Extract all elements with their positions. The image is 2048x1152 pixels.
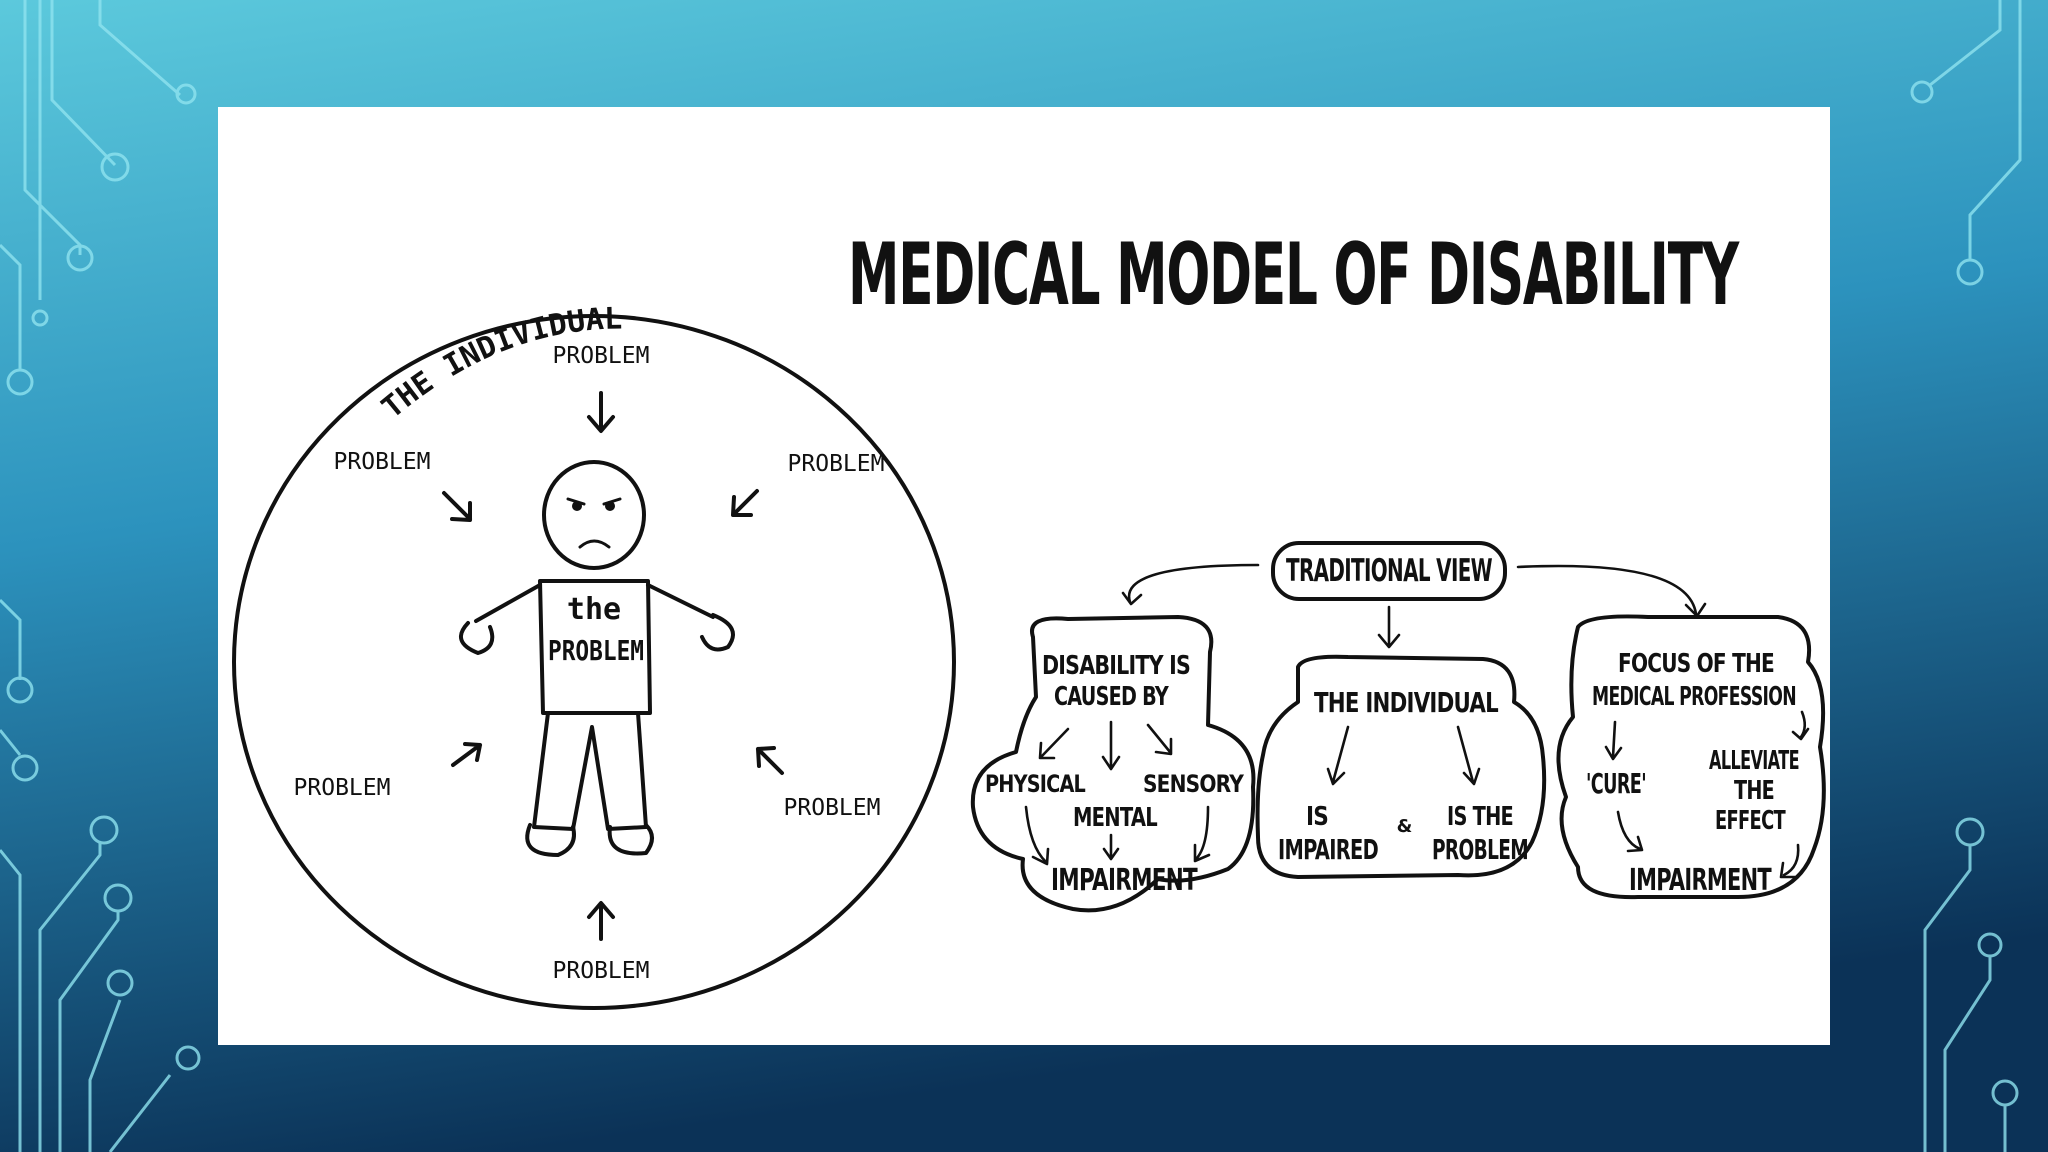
medical-focus-heading-line2: MEDICAL PROFESSION: [1592, 682, 1796, 712]
cloud-outline-causes: [970, 615, 1256, 913]
individual-circle: [232, 314, 956, 1010]
person-head: [542, 460, 646, 570]
medical-focus-cure: 'CURE': [1586, 767, 1646, 800]
individual-is-problem-line2: PROBLEM: [1432, 833, 1528, 866]
cloud-box-causes: DISABILITY IS CAUSED BY PHYSICAL SENSORY…: [970, 615, 1256, 913]
medical-focus-arrows: [1604, 710, 1810, 879]
individual-is-problem-line1: IS THE: [1447, 802, 1513, 832]
causes-heading-line1: DISABILITY IS: [1042, 651, 1190, 681]
individual-connector: &: [1397, 816, 1412, 837]
traditional-view-arrows: [1121, 563, 1707, 649]
shirt-text-line1: the: [567, 592, 621, 627]
individual-arrows: [1326, 725, 1481, 786]
medical-focus-impairment: IMPAIRMENT: [1629, 863, 1772, 898]
causes-heading-line2: CAUSED BY: [1054, 682, 1170, 712]
cloud-outline-medical-focus: [1556, 614, 1826, 900]
individual-heading: THE INDIVIDUAL: [1314, 686, 1499, 719]
individual-circle-group: THE INDIVIDUAL PROBLEM PROBLEM PROBLEM P…: [232, 301, 956, 1010]
circuit-decoration-left: [0, 0, 201, 1152]
causes-impairment: IMPAIRMENT: [1051, 863, 1198, 898]
problem-arrows: [442, 391, 784, 941]
medical-focus-heading-line1: FOCUS OF THE: [1618, 649, 1774, 679]
cloud-box-medical-focus: FOCUS OF THE MEDICAL PROFESSION 'CURE' A…: [1556, 614, 1826, 900]
problem-label-upper-right: PROBLEM: [788, 451, 885, 477]
individual-is-impaired-line2: IMPAIRED: [1278, 833, 1378, 866]
medical-focus-alleviate-line1: ALLEVIATE: [1709, 746, 1799, 776]
problem-label-top: PROBLEM: [553, 343, 650, 369]
cause-mental: MENTAL: [1073, 803, 1157, 833]
individual-is-impaired-line1: IS: [1306, 802, 1328, 832]
medical-focus-alleviate-line2: THE: [1734, 776, 1774, 806]
causes-arrows: [1024, 720, 1211, 866]
problem-label-upper-left: PROBLEM: [334, 449, 431, 475]
traditional-view-box: [1271, 541, 1507, 601]
shirt-text-line2: PROBLEM: [548, 634, 644, 667]
problem-label-lower-left: PROBLEM: [294, 775, 391, 801]
person-figure: [458, 460, 735, 857]
traditional-view-label: TRADITIONAL VIEW: [1286, 553, 1493, 589]
cause-sensory: SENSORY: [1143, 770, 1244, 798]
medical-model-diagram: MEDICAL MODEL OF DISABILITY THE INDIVIDU…: [232, 225, 1826, 1010]
diagram-image-panel: MEDICAL MODEL OF DISABILITY THE INDIVIDU…: [218, 107, 1830, 1045]
problem-label-bottom: PROBLEM: [553, 958, 650, 984]
cause-physical: PHYSICAL: [985, 770, 1086, 798]
cloud-box-individual: THE INDIVIDUAL IS IMPAIRED & IS THE PROB…: [1255, 654, 1547, 879]
diagram-title: MEDICAL MODEL OF DISABILITY: [848, 225, 1740, 325]
traditional-view-group: TRADITIONAL VIEW: [1121, 541, 1707, 649]
cloud-outline-individual: [1255, 654, 1547, 879]
medical-focus-alleviate-line3: EFFECT: [1715, 806, 1786, 836]
problem-label-lower-right: PROBLEM: [784, 795, 881, 821]
circuit-decoration-right: [1910, 0, 2022, 1152]
